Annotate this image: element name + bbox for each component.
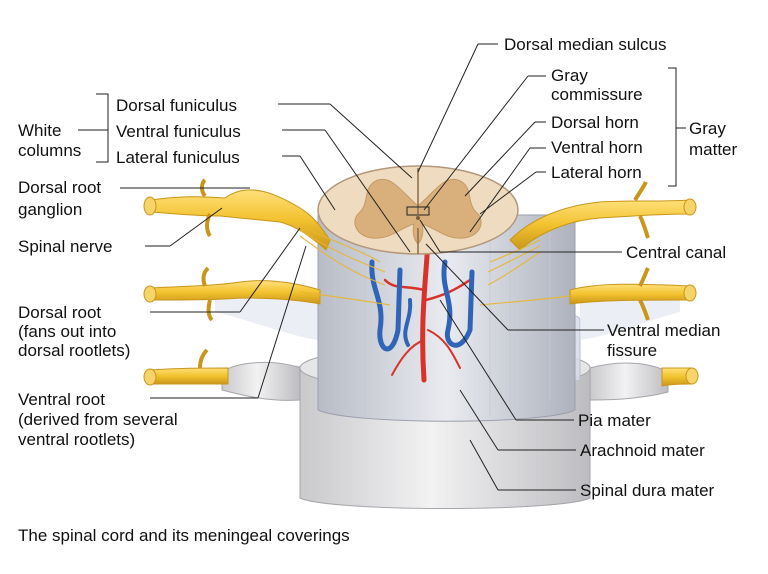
figure-caption: The spinal cord and its meningeal coveri… [18, 526, 350, 545]
central-canal-label: Central canal [626, 243, 727, 262]
white-columns-label-line2: columns [18, 141, 82, 160]
spinal-nerves [143, 178, 699, 387]
ventral-root-label-line2: (derived from several [18, 410, 178, 429]
lateral-horn-label: Lateral horn [551, 163, 642, 182]
ventral-median-fissure-label-line1: Ventral median [607, 321, 721, 340]
ventral-horn-label: Ventral horn [551, 138, 643, 157]
dorsal-root-label-line2: (fans out into [18, 322, 117, 341]
pia-mater-label: Pia mater [578, 411, 651, 430]
gray-matter-label-line2: matter [689, 140, 738, 159]
spinal-nerve-label: Spinal nerve [18, 237, 113, 256]
gray-matter-bracket [668, 67, 677, 187]
white-columns-label-line1: White [18, 121, 62, 140]
gray-commissure-label-line1: Gray [551, 66, 588, 85]
ventral-root-label-line1: Ventral root [18, 390, 105, 409]
dorsal-root-ganglion-label-line1: Dorsal root [18, 178, 102, 197]
ventral-funiculus-label: Ventral funiculus [116, 122, 241, 141]
leader-lines [78, 43, 686, 491]
dorsal-horn-label: Dorsal horn [551, 113, 639, 132]
gray-matter-label-line1: Gray [689, 119, 726, 138]
dorsal-funiculus-label: Dorsal funiculus [116, 96, 237, 115]
dorsal-root-ganglion-label-line2: ganglion [18, 200, 83, 219]
white-columns-bracket [96, 93, 109, 163]
dorsal-root-label-line1: Dorsal root [18, 303, 102, 322]
dorsal-median-sulcus-label: Dorsal median sulcus [504, 35, 667, 54]
spinal-dura-mater-label: Spinal dura mater [580, 481, 715, 500]
ventral-median-fissure-label-line2: fissure [607, 341, 658, 360]
dorsal-root-label-line3: dorsal rootlets) [18, 341, 131, 360]
ventral-root-label-line3: ventral rootlets) [18, 430, 136, 449]
arachnoid-mater-label: Arachnoid mater [580, 441, 705, 460]
lateral-funiculus-label: Lateral funiculus [116, 148, 240, 167]
spinal-cord-body [317, 165, 576, 422]
gray-commissure-label-line2: commissure [551, 85, 643, 104]
